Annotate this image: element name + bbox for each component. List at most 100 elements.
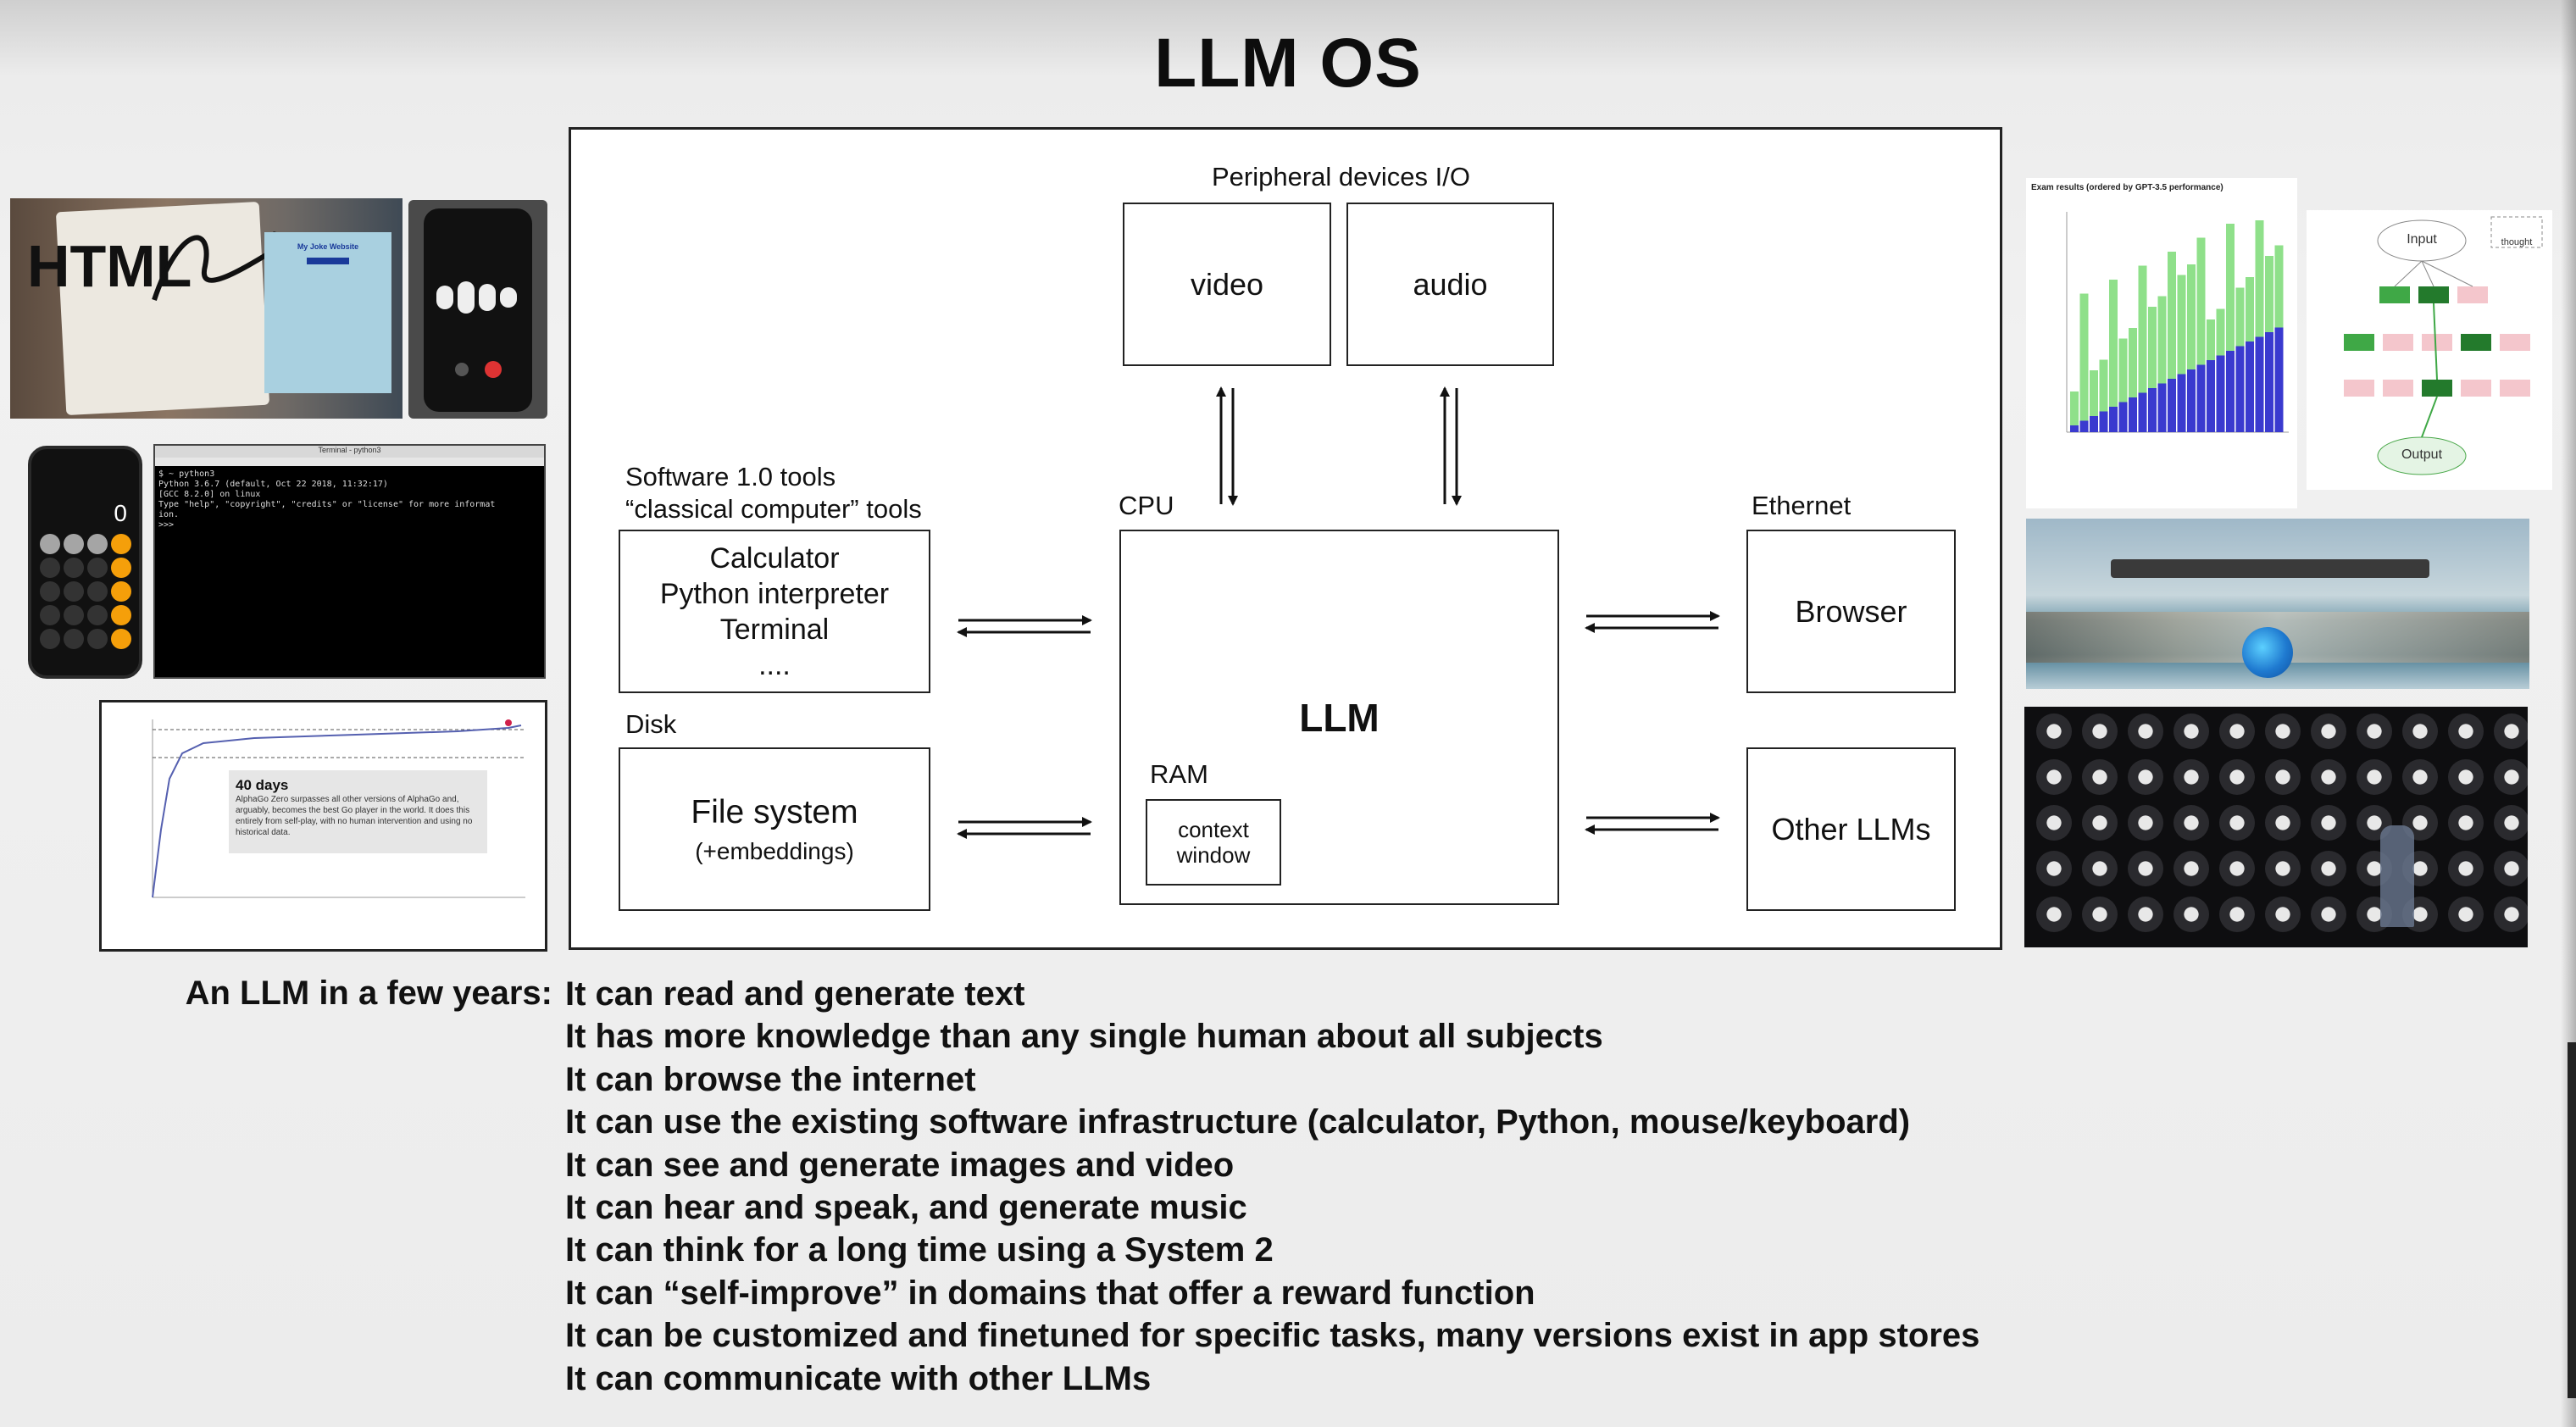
app-icon bbox=[2219, 851, 2255, 886]
exam-bars bbox=[2066, 212, 2289, 433]
exam-bar-blue bbox=[2118, 402, 2128, 432]
cpu-label: CPU bbox=[1119, 491, 1174, 520]
exam-results-chart: Exam results (ordered by GPT-3.5 perform… bbox=[2026, 178, 2297, 508]
app-icon bbox=[2128, 759, 2163, 795]
capability-item: It can read and generate text bbox=[565, 975, 1025, 1013]
app-icon bbox=[2311, 897, 2346, 932]
exam-bar-blue bbox=[2235, 346, 2245, 432]
exam-bar-green bbox=[2255, 220, 2264, 432]
tree-graph bbox=[2344, 216, 2543, 475]
capability-item: It can hear and speak, and generate musi… bbox=[565, 1188, 1247, 1226]
app-icon bbox=[2036, 851, 2072, 886]
slide-title: LLM OS bbox=[1154, 25, 1422, 102]
capability-item: It can “self-improve” in domains that of… bbox=[565, 1274, 1535, 1312]
capability-item: It has more knowledge than any single hu… bbox=[565, 1018, 1603, 1056]
capability-item: It can communicate with other LLMs bbox=[565, 1359, 1152, 1397]
exam-bar-blue bbox=[2168, 379, 2176, 432]
exam-bar-blue bbox=[2255, 336, 2264, 432]
app-icon bbox=[2219, 805, 2255, 841]
software-label-1: Software 1.0 tools bbox=[625, 462, 836, 491]
exam-bar-green bbox=[2129, 328, 2137, 432]
app-icon bbox=[2036, 805, 2072, 841]
audio-label: audio bbox=[1413, 266, 1488, 302]
app-icon bbox=[2265, 714, 2301, 749]
exam-bar-blue bbox=[2090, 416, 2098, 432]
app-icon bbox=[2357, 714, 2392, 749]
app-icon bbox=[2265, 851, 2301, 886]
app-icon bbox=[2082, 851, 2118, 886]
exam-bar-green bbox=[2226, 224, 2235, 432]
exam-bar-blue bbox=[2265, 332, 2273, 432]
video-box: video bbox=[1123, 203, 1331, 366]
app-icon bbox=[2082, 714, 2118, 749]
website-title: My Joke Website bbox=[297, 242, 359, 251]
exam-bar-green bbox=[2196, 237, 2206, 432]
terminal-title: Terminal - python3 bbox=[155, 446, 544, 458]
tool-more: .... bbox=[758, 648, 791, 681]
app-icon bbox=[2219, 759, 2255, 795]
app-icon bbox=[2082, 759, 2118, 795]
exam-chart-title: Exam results (ordered by GPT-3.5 perform… bbox=[2031, 183, 2223, 192]
app-icon bbox=[2219, 714, 2255, 749]
llm-os-diagram: Peripheral devices I/O video audio Softw… bbox=[569, 127, 2002, 950]
calculator-phone: 0 bbox=[28, 446, 142, 679]
app-icon bbox=[2311, 714, 2346, 749]
browser-search-bar bbox=[2111, 559, 2429, 578]
llm-box: LLM RAM context window bbox=[1119, 530, 1559, 905]
app-icon bbox=[2174, 759, 2209, 795]
alphago-chart: 40 days AlphaGo Zero surpasses all other… bbox=[99, 700, 547, 952]
exam-bar-green bbox=[2079, 293, 2089, 432]
calculator-display: 0 bbox=[114, 500, 127, 526]
app-icon bbox=[2402, 714, 2438, 749]
app-icon bbox=[2036, 759, 2072, 795]
peripheral-label: Peripheral devices I/O bbox=[1212, 162, 1470, 192]
tool-calculator: Calculator bbox=[709, 541, 840, 575]
app-icon bbox=[2265, 759, 2301, 795]
exam-bar-green bbox=[2168, 252, 2176, 432]
app-icon bbox=[2128, 897, 2163, 932]
app-icon bbox=[2448, 851, 2484, 886]
app-icon bbox=[2494, 805, 2528, 841]
exam-bar-blue bbox=[2079, 420, 2089, 432]
app-icon bbox=[2448, 897, 2484, 932]
capability-item: It can think for a long time using a Sys… bbox=[565, 1231, 1274, 1269]
tree-of-thought-diagram: Input Output thought bbox=[2307, 210, 2552, 490]
exam-bar-green bbox=[2148, 307, 2157, 432]
app-icon bbox=[2128, 851, 2163, 886]
context-window-box: context window bbox=[1146, 799, 1281, 886]
app-icon bbox=[2494, 759, 2528, 795]
app-icon bbox=[2128, 805, 2163, 841]
exam-bar-green bbox=[2090, 370, 2098, 432]
tool-python-interpreter: Python interpreter bbox=[659, 577, 890, 610]
tree-output-label: Output bbox=[2401, 447, 2443, 462]
app-store-grid-screenshot bbox=[2024, 707, 2528, 947]
exam-bar-blue bbox=[2226, 351, 2235, 432]
app-icon bbox=[2082, 805, 2118, 841]
exam-bar-green bbox=[2138, 265, 2147, 432]
capability-item: It can be customized and finetuned for s… bbox=[565, 1317, 1980, 1355]
browser-label: Browser bbox=[1795, 593, 1907, 629]
app-icon bbox=[2494, 851, 2528, 886]
alphago-curve bbox=[152, 719, 525, 898]
file-system-sub-label: (+embeddings) bbox=[695, 837, 854, 864]
exam-bar-blue bbox=[2187, 369, 2196, 432]
exam-bar-green bbox=[2109, 280, 2118, 432]
exam-bar-green bbox=[2177, 275, 2186, 432]
audio-box: audio bbox=[1346, 203, 1554, 366]
exam-bar-green bbox=[2099, 359, 2108, 432]
exam-bar-blue bbox=[2274, 327, 2284, 432]
exam-bar-blue bbox=[2157, 383, 2167, 432]
app-icon bbox=[2448, 805, 2484, 841]
scrollbar[interactable] bbox=[2568, 1042, 2576, 1398]
app-icon bbox=[2219, 897, 2255, 932]
app-icon bbox=[2448, 759, 2484, 795]
file-system-label: File system bbox=[691, 793, 858, 830]
app-icon bbox=[2082, 897, 2118, 932]
context-window-label-2: window bbox=[1176, 842, 1251, 868]
app-icon bbox=[2174, 851, 2209, 886]
exam-bar-blue bbox=[2070, 425, 2079, 432]
app-icon bbox=[2311, 759, 2346, 795]
app-icon bbox=[2494, 714, 2528, 749]
exam-bar-blue bbox=[2148, 388, 2157, 432]
app-icon bbox=[2311, 851, 2346, 886]
